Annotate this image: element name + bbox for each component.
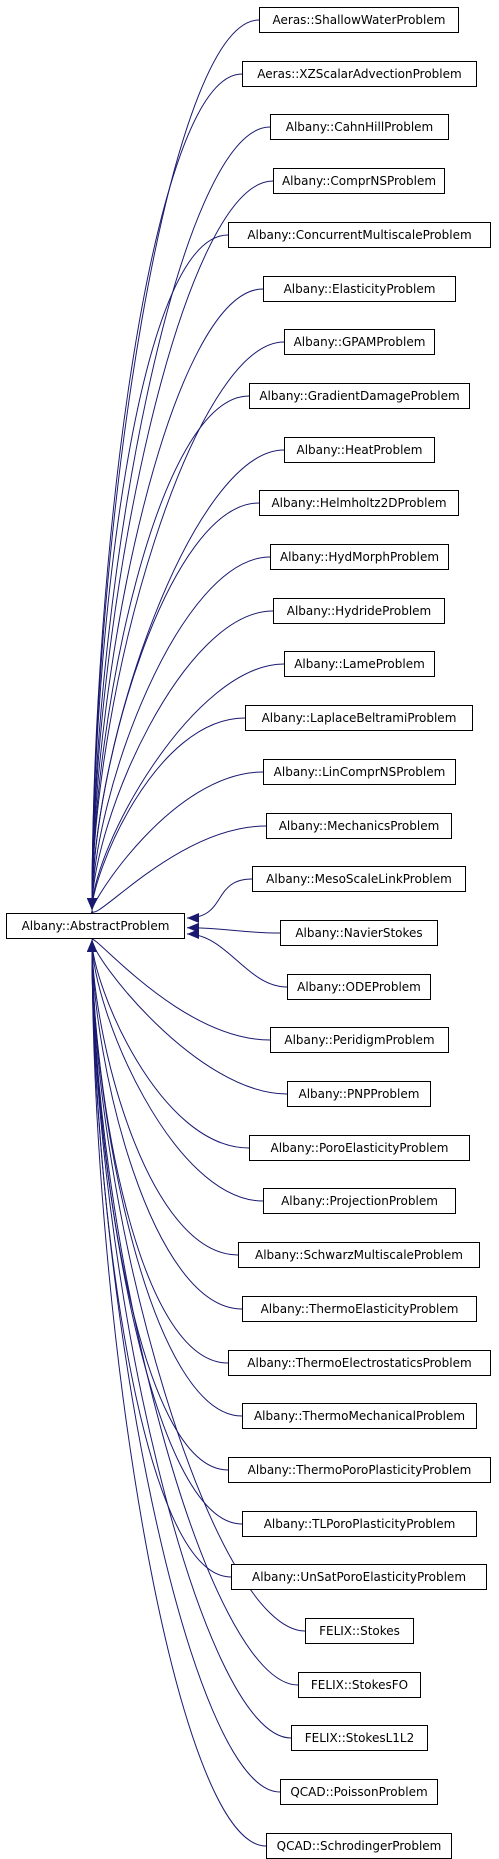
derived-class-node[interactable]: Albany::ODEProblem (287, 974, 431, 1000)
derived-class-node[interactable]: QCAD::PoissonProblem (280, 1779, 438, 1805)
inheritance-edge (87, 939, 288, 1095)
derived-class-node[interactable]: Albany::ConcurrentMultiscaleProblem (228, 222, 491, 248)
derived-class-node[interactable]: Albany::HydrideProblem (273, 598, 445, 624)
derived-class-node[interactable]: Albany::LinComprNSProblem (263, 759, 456, 785)
inheritance-edge (87, 395, 250, 911)
inheritance-edge (87, 288, 264, 911)
derived-class-node[interactable]: Aeras::ShallowWaterProblem (259, 7, 459, 33)
derived-class-node[interactable]: Albany::ThermoPoroPlasticityProblem (228, 1457, 491, 1483)
derived-class-node[interactable]: Albany::MechanicsProblem (266, 813, 452, 839)
derived-class-node[interactable]: Albany::CahnHillProblem (270, 114, 449, 140)
inheritance-edge (87, 939, 264, 1202)
derived-class-node[interactable]: Albany::GradientDamageProblem (249, 383, 470, 409)
derived-class-node[interactable]: Aeras::XZScalarAdvectionProblem (242, 61, 477, 87)
inheritance-edge (87, 927, 271, 1041)
derived-class-node[interactable]: Albany::LaplaceBeltramiProblem (245, 705, 473, 731)
derived-class-node[interactable]: Albany::PNPProblem (287, 1081, 431, 1107)
inheritance-edge (87, 73, 243, 911)
inheritance-edge (87, 939, 299, 1686)
derived-class-node[interactable]: Albany::PeridigmProblem (270, 1027, 449, 1053)
derived-class-node[interactable]: Albany::HeatProblem (284, 437, 435, 463)
inheritance-edge (87, 771, 264, 911)
derived-class-node[interactable]: Albany::ComprNSProblem (273, 168, 445, 194)
inheritance-edge (87, 556, 271, 911)
derived-class-node[interactable]: Albany::ThermoMechanicalProblem (242, 1403, 477, 1429)
inheritance-edge (87, 717, 246, 911)
inheritance-edge (87, 939, 239, 1256)
inheritance-edge (87, 939, 243, 1525)
derived-class-node[interactable]: Albany::Helmholtz2DProblem (259, 490, 459, 516)
inheritance-edge (87, 449, 285, 911)
inheritance-edge (87, 939, 243, 1310)
derived-class-node[interactable]: Albany::GPAMProblem (284, 329, 435, 355)
inheritance-edge (87, 939, 250, 1149)
derived-class-node[interactable]: Albany::NavierStokes (280, 920, 438, 946)
inheritance-edge (87, 126, 271, 911)
inheritance-edge (87, 610, 274, 911)
inheritance-edge (87, 502, 260, 911)
inheritance-edge (87, 939, 306, 1632)
derived-class-node[interactable]: FELIX::StokesFO (298, 1672, 421, 1698)
inheritance-edge (87, 180, 274, 911)
derived-class-node[interactable]: Albany::LameProblem (284, 651, 435, 677)
derived-class-node[interactable]: Albany::SchwarzMultiscaleProblem (238, 1242, 480, 1268)
derived-class-node[interactable]: Albany::ProjectionProblem (263, 1188, 456, 1214)
inheritance-edge (87, 234, 229, 911)
derived-class-node[interactable]: Albany::ThermoElectrostaticsProblem (228, 1350, 491, 1376)
inheritance-edge (87, 19, 260, 911)
inheritance-edge (87, 341, 285, 911)
derived-class-node[interactable]: Albany::ThermoElasticityProblem (242, 1296, 477, 1322)
inheritance-edge (87, 939, 281, 1793)
derived-class-node[interactable]: Albany::TLPoroPlasticityProblem (242, 1511, 477, 1537)
derived-class-node[interactable]: Albany::HydMorphProblem (270, 544, 449, 570)
derived-class-node[interactable]: Albany::ElasticityProblem (263, 276, 456, 302)
inheritance-edge (87, 825, 267, 923)
inheritance-edge (87, 939, 267, 1847)
inheritance-edge (186, 878, 253, 923)
base-class-node[interactable]: Albany::AbstractProblem (6, 913, 185, 939)
inheritance-edge (186, 922, 281, 934)
inheritance-edge (87, 939, 292, 1739)
derived-class-node[interactable]: FELIX::StokesL1L2 (291, 1725, 428, 1751)
derived-class-node[interactable]: QCAD::SchrodingerProblem (266, 1833, 452, 1859)
inheritance-edge (186, 929, 288, 988)
derived-class-node[interactable]: Albany::MesoScaleLinkProblem (252, 866, 466, 892)
inheritance-edge (87, 663, 285, 911)
derived-class-node[interactable]: Albany::UnSatPoroElasticityProblem (231, 1564, 487, 1590)
inheritance-edge (87, 939, 243, 1417)
derived-class-node[interactable]: FELIX::Stokes (305, 1618, 414, 1644)
derived-class-node[interactable]: Albany::PoroElasticityProblem (249, 1135, 470, 1161)
